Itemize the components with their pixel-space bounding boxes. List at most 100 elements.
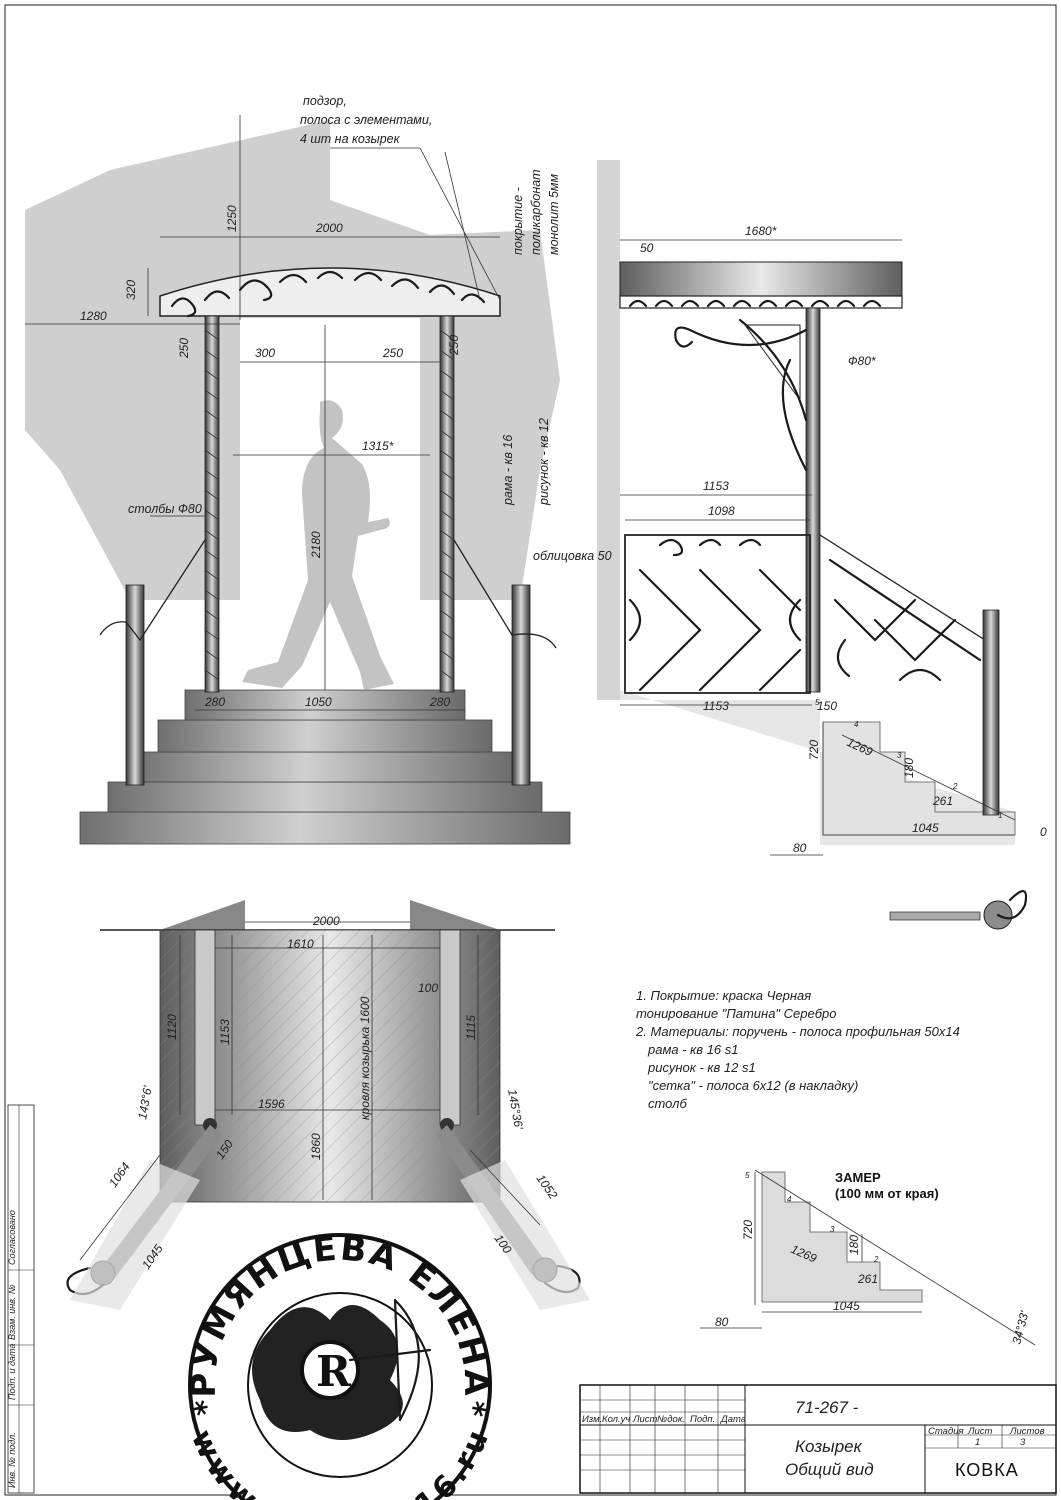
tb-sheet-label: Лист xyxy=(967,1426,993,1437)
dim-base-mid: 1050 xyxy=(305,695,332,709)
side-dim-step-h: 180 xyxy=(902,758,916,778)
callout-podzor-2: полоса с элементами, xyxy=(300,113,432,127)
canopy-scrolls xyxy=(170,270,486,318)
callout-posts: столбы Ф80 xyxy=(128,502,202,516)
measure-angle: 34°33' xyxy=(1009,1309,1031,1346)
measure-step-4: 4 xyxy=(787,1195,792,1204)
stamp-bow-icon xyxy=(348,1298,432,1422)
side-post xyxy=(805,307,821,693)
stair-post xyxy=(982,609,1000,816)
note-line-1: 1. Покрытие: краска Черная xyxy=(636,988,811,1003)
side-dim-step-w: 261 xyxy=(932,794,953,808)
side-podzor xyxy=(619,295,903,309)
dim-right-gap: 250 xyxy=(382,346,403,360)
tb-col-ndok: №док. xyxy=(657,1414,685,1425)
dim-base-left: 280 xyxy=(204,695,225,709)
measure-title-1: ЗАМЕР xyxy=(835,1170,881,1185)
side-dim-rail-top: 1153 xyxy=(703,479,729,493)
plan-dim-width: 2000 xyxy=(312,914,340,928)
side-wall xyxy=(597,160,620,700)
side-dim-stair-run: 1045 xyxy=(912,821,939,835)
measure-dim-bottom: 80 xyxy=(715,1315,729,1329)
post-right-twist xyxy=(439,329,455,681)
measure-title-2: (100 мм от края) xyxy=(835,1186,939,1201)
step-1 xyxy=(79,811,571,845)
measure-step-5: 5 xyxy=(745,1171,750,1180)
tb-org: КОВКА xyxy=(955,1460,1019,1480)
side-dim-base-small: 150 xyxy=(817,699,837,713)
stair-rail-pattern xyxy=(828,558,982,682)
person-silhouette xyxy=(242,400,394,690)
note-line-4: рама - кв 16 s1 xyxy=(647,1042,739,1057)
measure-stair xyxy=(761,1171,923,1303)
plan-side-rail-left xyxy=(194,929,216,1126)
dim-total-height: 1250 xyxy=(225,205,239,232)
plan-dim-right-long: 1115 xyxy=(464,1015,478,1040)
measure-dim-step-h: 180 xyxy=(847,1235,861,1255)
callout-frame: рама - кв 16 xyxy=(501,435,515,506)
strip-inv-instead: Взам. инв. № xyxy=(7,1284,17,1340)
note-line-5: рисунок - кв 12 s1 xyxy=(647,1060,756,1075)
handrail-right xyxy=(453,539,557,649)
plan-steps-left xyxy=(70,1160,200,1310)
plan-dim-mid: 1596 xyxy=(258,1097,285,1111)
post-left xyxy=(204,315,220,693)
dim-clear-height: 2180 xyxy=(309,531,323,559)
tb-doc-code: 71-267 - xyxy=(795,1398,859,1417)
side-dim-post: Ф80* xyxy=(848,354,876,368)
side-railing xyxy=(624,534,811,694)
dim-offset: 1280 xyxy=(80,309,107,323)
side-dim-top-small: 50 xyxy=(640,241,654,255)
note-line-3: 2. Материалы: поручень - полоса профильн… xyxy=(635,1024,960,1039)
plan-dim-right-rail: 1052 xyxy=(534,1172,561,1202)
plan-dim-left-rail: 1064 xyxy=(106,1160,133,1190)
measure-dim-step-w: 261 xyxy=(857,1272,878,1286)
measure-step-3: 3 xyxy=(830,1225,835,1234)
side-step-4: 4 xyxy=(854,720,859,729)
side-roof xyxy=(619,261,903,297)
side-dim-rail-inner: 1098 xyxy=(708,504,735,518)
plan-dim-inner: 1610 xyxy=(287,937,314,951)
tb-title-1: Козырек xyxy=(795,1437,863,1456)
dim-clear-width: 1315* xyxy=(362,439,394,453)
tb-sheet-value: 1 xyxy=(975,1437,980,1448)
tb-col-list: Лист xyxy=(632,1414,658,1425)
side-dim-top: 1680* xyxy=(745,224,777,238)
measure-dim-run: 1045 xyxy=(833,1299,860,1313)
plan-wall-ends xyxy=(160,900,500,930)
plan-dim-angle-left: 143°6' xyxy=(135,1084,155,1120)
dim-arch: 320 xyxy=(124,280,138,300)
dim-left-gap: 300 xyxy=(255,346,275,360)
dim-right-drop: 250 xyxy=(447,335,461,356)
step-2 xyxy=(107,781,543,813)
plan-view: 2000 1610 1120 1153 100 1115 кровля козы… xyxy=(66,900,590,1310)
side-view: 1680* 50 Ф80* 1153 1098 облицовка 50 115… xyxy=(533,160,1047,930)
side-dim-stair-height: 720 xyxy=(807,740,821,760)
tb-sheets-value: 3 xyxy=(1020,1437,1026,1448)
note-line-7: столб xyxy=(648,1096,687,1111)
handrail-left xyxy=(99,539,206,642)
measure-step-2: 2 xyxy=(873,1255,879,1264)
title-block: Изм. Кол.уч Лист №док. Подп. Дата 71-267… xyxy=(579,1384,1057,1494)
callout-cover-3: монолит 5мм xyxy=(547,174,561,255)
tb-stage-label: Стадия xyxy=(928,1426,964,1437)
side-step-3: 3 xyxy=(897,751,902,760)
dim-left-drop: 250 xyxy=(177,338,191,359)
post-right xyxy=(439,315,455,693)
step-5 xyxy=(184,689,466,721)
tb-col-izm: Изм. xyxy=(582,1414,602,1425)
plan-dim-right-small: 100 xyxy=(418,981,438,995)
plan-side-rail-right xyxy=(439,929,461,1126)
side-label-cladding: облицовка 50 xyxy=(533,549,612,563)
side-zero: 0 xyxy=(1040,825,1047,839)
balustrade-right xyxy=(511,584,531,786)
note-line-2: тонирование "Патина" Серебро xyxy=(636,1006,837,1021)
side-bracket-grid xyxy=(744,324,801,402)
plan-dim-left-long: 1120 xyxy=(165,1014,179,1040)
side-dim-bottom: 80 xyxy=(793,841,807,855)
front-view: подзор, полоса с элементами, 4 шт на коз… xyxy=(25,94,571,845)
measure-detail: ЗАМЕР (100 мм от края) 720 1269 180 261 … xyxy=(700,1169,1036,1346)
strip-inv-orig: Инв. № подл. xyxy=(7,1432,17,1488)
